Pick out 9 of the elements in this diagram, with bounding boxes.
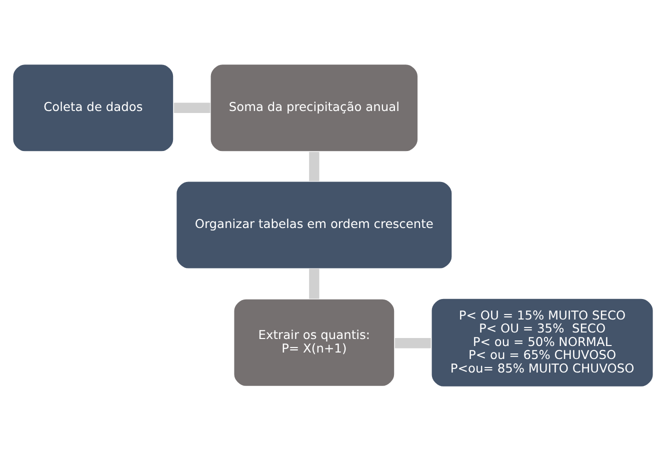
node-box: Coleta de dados: [12, 63, 174, 152]
connector: [174, 102, 210, 112]
node-box: Soma da precipitação anual: [210, 63, 419, 152]
connector: [309, 268, 320, 298]
node-box: P< OU = 15% MUITO SECO P< OU = 35% SECO P< ou = 50% NORMAL P< ou = 65% CHUVOSO P<ou= 85% MUITO CHUVOSO: [430, 297, 654, 387]
node-box: Extrair os quantis: P= X(n+1): [233, 298, 396, 386]
node-box: Organizar tabelas em ordem crescente: [176, 180, 453, 269]
connector: [394, 338, 431, 348]
connector: [309, 151, 320, 181]
